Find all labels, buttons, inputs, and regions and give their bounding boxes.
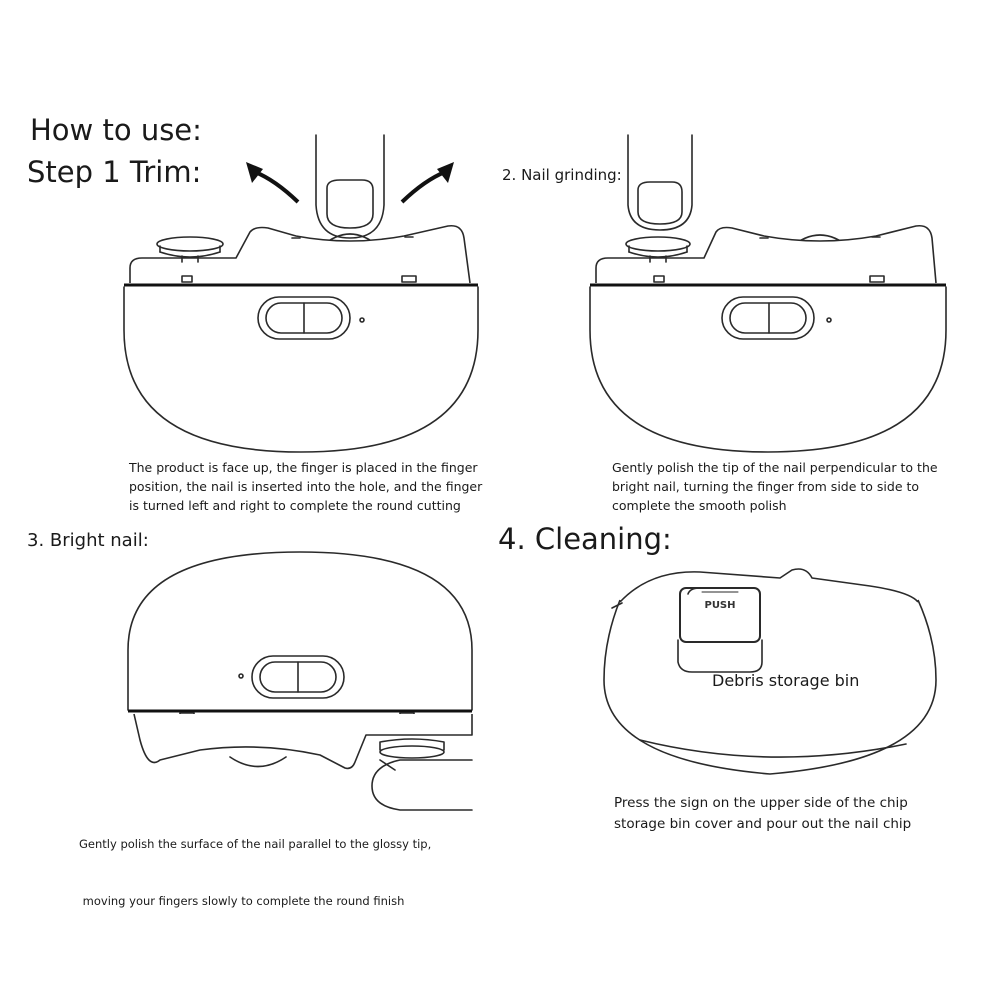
grinding-caption-line: bright nail, turning the finger from sid… (612, 479, 920, 494)
step4-title: 4. Cleaning: (498, 522, 672, 556)
bright-nail-device-illustration (127, 551, 473, 811)
trim-caption-line: is turned left and right to complete the… (129, 498, 461, 513)
grinding-device-illustration (589, 134, 947, 453)
bright-caption-line: moving your fingers slowly to complete t… (79, 894, 405, 908)
trim-caption: The product is face up, the finger is pl… (129, 458, 482, 515)
debris-bin-label: Debris storage bin (712, 671, 860, 690)
step2-title: 2. Nail grinding: (502, 166, 622, 184)
grinding-caption-line: complete the smooth polish (612, 498, 787, 513)
trim-caption-line: The product is face up, the finger is pl… (129, 460, 478, 475)
cleaning-device-illustration: PUSH (603, 568, 937, 775)
grinding-caption: Gently polish the tip of the nail perpen… (612, 458, 938, 515)
step3-title: 3. Bright nail: (27, 530, 149, 551)
cleaning-caption-line: Press the sign on the upper side of the … (614, 795, 908, 811)
push-label: PUSH (704, 600, 735, 611)
cleaning-caption: Press the sign on the upper side of the … (614, 793, 911, 835)
bright-caption-line: Gently polish the surface of the nail pa… (79, 837, 432, 851)
cleaning-caption-line: storage bin cover and pour out the nail … (614, 816, 912, 832)
trim-caption-line: position, the nail is inserted into the … (129, 479, 483, 494)
how-to-use-heading: How to use: (30, 113, 202, 147)
bright-caption: Gently polish the surface of the nail pa… (79, 797, 431, 930)
grinding-caption-line: Gently polish the tip of the nail perpen… (612, 460, 938, 475)
trim-device-illustration (123, 134, 479, 453)
step1-title: Step 1 Trim: (27, 155, 202, 189)
